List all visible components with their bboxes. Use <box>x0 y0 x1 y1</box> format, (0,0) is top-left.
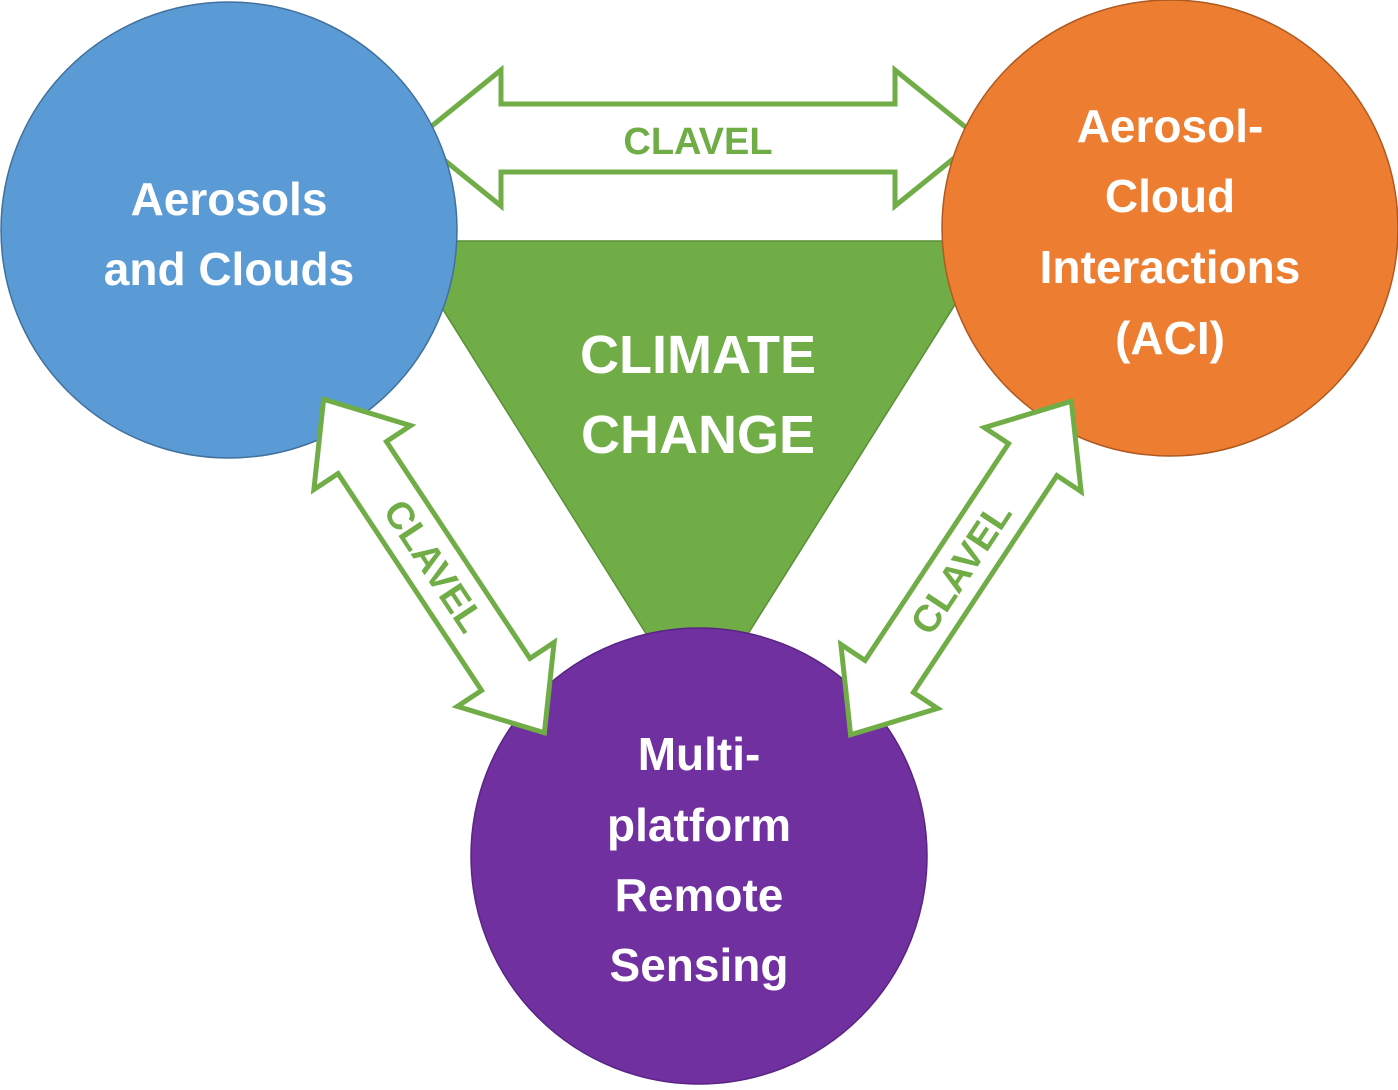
remote-label-line-3: Remote <box>615 869 784 921</box>
multi-platform-remote-sensing-circle <box>470 627 928 1085</box>
aerosol-cloud-interactions-circle <box>941 0 1398 457</box>
aerosols-label-line-1: Aerosols <box>131 173 328 225</box>
aci-label-line-1: Aerosol- <box>1077 100 1264 152</box>
remote-label-line-4: Sensing <box>610 939 789 991</box>
remote-label-line-1: Multi- <box>638 728 761 780</box>
aerosols-label-line-2: and Clouds <box>104 243 354 295</box>
aci-label-line-4: (ACI) <box>1115 312 1225 364</box>
remote-label-line-2: platform <box>607 799 791 851</box>
top-arrow-label: CLAVEL <box>623 121 772 163</box>
climate-change-triangle <box>398 240 997 717</box>
right-arrow-shape <box>837 397 1085 739</box>
center-title-line-1: CLIMATE <box>580 325 816 385</box>
center-title-line-2: CHANGE <box>581 405 815 465</box>
aci-label-line-3: Interactions <box>1040 241 1301 293</box>
top-double-arrow: CLAVEL <box>413 64 983 212</box>
aerosols-and-clouds-circle <box>0 1 458 459</box>
left-arrow-shape <box>310 395 558 737</box>
aci-label-line-2: Cloud <box>1105 170 1235 222</box>
